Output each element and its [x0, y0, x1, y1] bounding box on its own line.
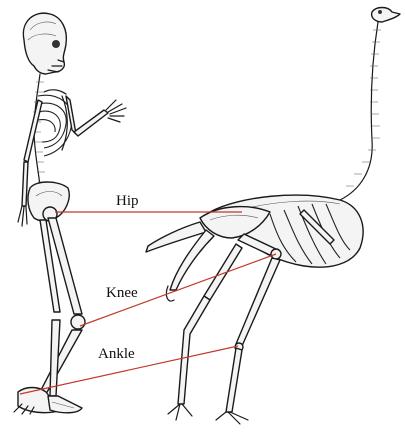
- bird-skull: [372, 8, 400, 23]
- hip-label: Hip: [114, 193, 141, 209]
- human-pelvis: [28, 182, 69, 221]
- knee-label: Knee: [104, 285, 140, 301]
- bird-skeleton: [146, 8, 400, 425]
- human-skull: [23, 13, 66, 74]
- human-legs: [14, 218, 85, 414]
- bird-neck: [340, 22, 381, 200]
- ankle-label: Ankle: [96, 346, 137, 362]
